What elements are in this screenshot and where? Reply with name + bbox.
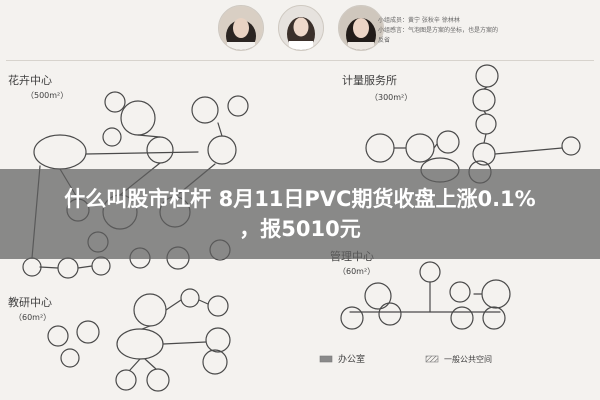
avatar [218,5,264,51]
bubble-diagram-sketch: 花卉中心 （500m²） 计量服务所 （300m²） 管理中心 （60m²） 教… [8,64,581,392]
legend-public: 一般公共空间 [444,354,492,364]
right-top-area: （300m²） [370,93,412,102]
member-photos [218,5,384,51]
avatar [278,5,324,51]
headline-line-2: ，报5010元 [239,217,361,241]
group-info: 小组成员：黄宁 张秋辛 徐林林 小组感言：气泡图是方案的坐标，也是方案的 反省 [378,16,593,46]
headline[interactable]: 什么叫股市杠杆 8月11日PVC期货收盘上涨0.1% ，报5010元 [48,184,551,244]
right-top-title: 计量服务所 [342,74,397,87]
left-top-title: 花卉中心 [8,74,52,87]
left-bottom-area: （60m²） [14,313,51,322]
topic-line: 小组感言：气泡图是方案的坐标，也是方案的 [378,27,499,34]
avatar [338,5,384,51]
headline-overlay: 什么叫股市杠杆 8月11日PVC期货收盘上涨0.1% ，报5010元 [0,169,600,259]
legend-office: 办公室 [338,353,365,365]
headline-line-1: 什么叫股市杠杆 8月11日PVC期货收盘上涨0.1% [64,187,536,211]
topic-line-continued: 反省 [378,37,391,44]
members-line: 小组成员：黄宁 张秋辛 徐林林 [378,17,460,24]
divider [6,60,594,61]
left-top-area: （500m²） [26,91,68,100]
right-bottom-area: （60m²） [338,267,375,276]
left-bottom-title: 教研中心 [8,296,52,309]
